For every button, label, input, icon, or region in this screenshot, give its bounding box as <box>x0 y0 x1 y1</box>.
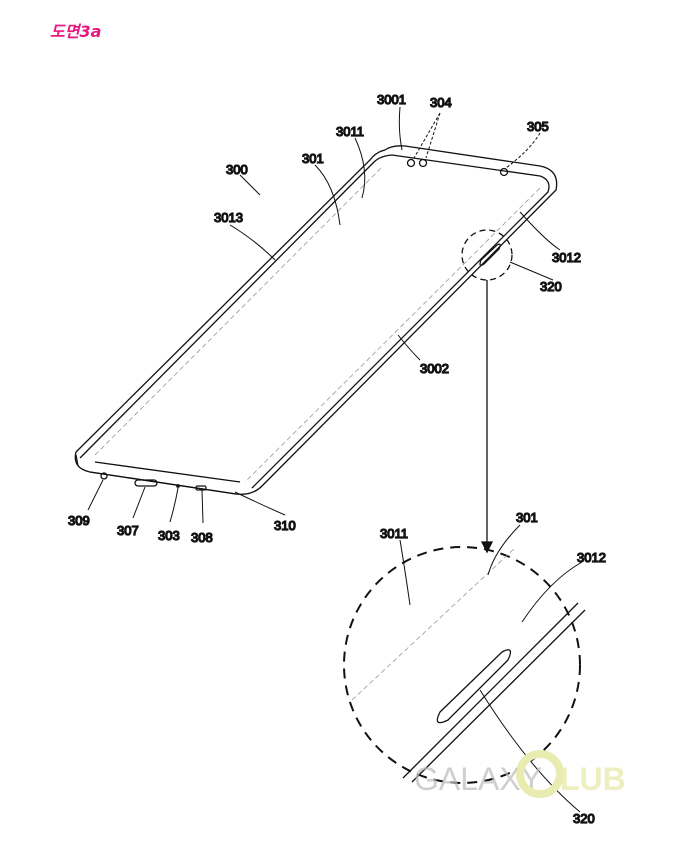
label-310: 310 <box>274 518 296 533</box>
label-307: 307 <box>117 523 139 538</box>
usb-port <box>195 485 207 491</box>
label-301: 301 <box>302 151 324 166</box>
label-305: 305 <box>527 119 549 134</box>
phone-outline <box>74 145 558 495</box>
detail-label-3012: 3012 <box>577 550 606 565</box>
sensor-b <box>418 158 428 168</box>
figure-title: 도면3a <box>50 22 102 41</box>
detail-marker <box>461 229 513 281</box>
label-3001: 3001 <box>377 92 406 107</box>
side-key <box>479 243 501 266</box>
label-320: 320 <box>540 279 562 294</box>
earphone-jack <box>100 472 108 480</box>
detail-label-301: 301 <box>516 510 538 525</box>
label-3013: 3013 <box>214 210 243 225</box>
phone-front-edge <box>79 154 550 489</box>
detail-edge <box>402 602 586 783</box>
leader-lines <box>87 106 583 813</box>
label-303: 303 <box>158 528 180 543</box>
display-boundary <box>94 166 541 483</box>
watermark-right: LUB <box>560 761 626 797</box>
detail-side-key <box>436 649 512 724</box>
detail-boundary <box>351 547 516 701</box>
sensor-c <box>499 167 509 177</box>
sensor-a <box>406 158 416 168</box>
label-3002: 3002 <box>420 361 449 376</box>
label-3011: 3011 <box>336 124 364 139</box>
watermark-c-logo <box>516 750 564 798</box>
detail-label-3011: 3011 <box>380 526 408 541</box>
bottom-face <box>75 454 241 495</box>
microphone <box>176 484 180 488</box>
label-308: 308 <box>191 530 213 545</box>
detail-circle <box>343 546 581 784</box>
arrow-head <box>480 541 494 554</box>
speaker-grille <box>134 479 158 487</box>
detail-label-320: 320 <box>573 811 595 826</box>
watermark: GALAXY LUB <box>414 750 626 798</box>
label-300: 300 <box>226 162 248 177</box>
label-304: 304 <box>430 95 452 110</box>
label-3012: 3012 <box>552 250 581 265</box>
label-309: 309 <box>68 513 90 528</box>
